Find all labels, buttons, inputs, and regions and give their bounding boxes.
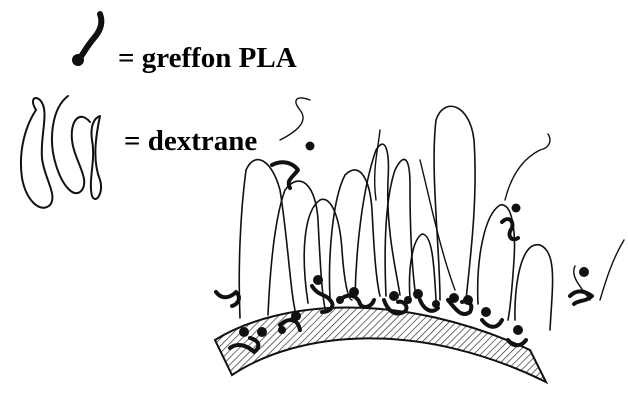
dextran-strands	[280, 98, 624, 300]
particle-surface	[215, 308, 546, 383]
pla-graft-legend-icon	[72, 14, 101, 66]
dextran-legend-icon	[21, 96, 101, 208]
pla-graft-legend-label: = greffon PLA	[118, 44, 297, 73]
dextran-legend-label: = dextrane	[124, 127, 257, 156]
